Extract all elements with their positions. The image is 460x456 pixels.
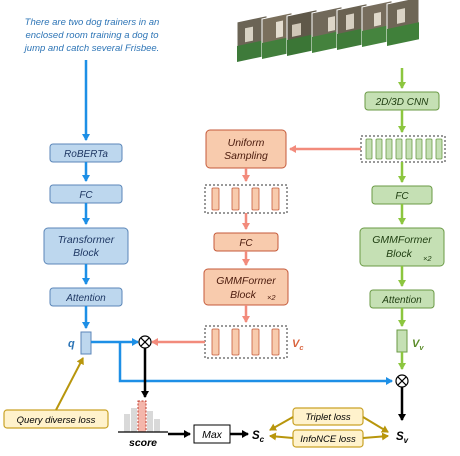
caption-line-3: jump and catch several Frisbee. bbox=[23, 43, 160, 54]
cnn-box: 2D/3D CNN bbox=[364, 91, 440, 111]
clip-fc-box: FC bbox=[213, 232, 279, 252]
cnn-label: 2D/3D CNN bbox=[375, 97, 430, 108]
video-attention-box: Attention bbox=[369, 289, 435, 309]
transformer-block-box: Transformer Block bbox=[43, 227, 129, 265]
q-label: q bbox=[68, 338, 75, 350]
frame-feature-4 bbox=[395, 138, 403, 160]
query-caption: There are two dog trainers in an enclose… bbox=[23, 17, 160, 54]
video-gmm-label-line1: GMMFormer bbox=[372, 234, 432, 246]
clip-feature-3 bbox=[251, 187, 260, 211]
infonce-loss-box: InfoNCE loss bbox=[292, 429, 364, 448]
vc-feature-2 bbox=[231, 328, 240, 356]
clip-gmm-multiplier: ×2 bbox=[267, 293, 276, 302]
vc-feature-4 bbox=[271, 328, 280, 356]
text-attention-label: Attention bbox=[65, 293, 106, 304]
clip-feature-1 bbox=[211, 187, 220, 211]
triplet-loss-box: Triplet loss bbox=[292, 407, 364, 426]
video-gmm-label-line2: Block bbox=[386, 248, 412, 260]
arrow-q-to-video-multiply bbox=[118, 342, 393, 385]
max-box: Max bbox=[193, 424, 231, 444]
arrow-triplet-to-sv bbox=[362, 416, 389, 433]
score-bar-4 bbox=[154, 419, 160, 432]
vc-feature-3 bbox=[251, 328, 260, 356]
text-attention-box: Attention bbox=[49, 287, 123, 307]
text-fc-label: FC bbox=[79, 190, 93, 201]
caption-line-1: There are two dog trainers in an bbox=[25, 17, 160, 28]
video-gmm-multiplier: ×2 bbox=[423, 254, 432, 263]
video-frames-image bbox=[236, 0, 420, 63]
query-diverse-loss-box: Query diverse loss bbox=[3, 409, 109, 429]
score-histogram bbox=[118, 400, 168, 433]
sampled-clips bbox=[204, 184, 288, 214]
roberta-box: RoBERTa bbox=[49, 143, 123, 163]
score-label: score bbox=[129, 437, 157, 449]
score-bar-3 bbox=[147, 411, 153, 432]
max-label: Max bbox=[202, 429, 223, 441]
frame-features bbox=[360, 135, 446, 163]
query-diverse-loss-label: Query diverse loss bbox=[17, 415, 96, 426]
frame-feature-3 bbox=[385, 138, 393, 160]
caption-line-2: enclosed room training a dog to bbox=[25, 30, 158, 41]
vc-label: Vc bbox=[292, 338, 304, 352]
clip-gmm-label-line2: Block bbox=[230, 289, 256, 301]
frame-feature-2 bbox=[375, 138, 383, 160]
uniform-label-line1: Uniform bbox=[228, 137, 265, 149]
vv-vector bbox=[396, 329, 408, 353]
video-fc-box: FC bbox=[371, 185, 433, 205]
video-attention-label: Attention bbox=[381, 295, 422, 306]
uniform-label-line2: Sampling bbox=[224, 150, 268, 162]
vc-feature-1 bbox=[211, 328, 220, 356]
clip-multiply-node bbox=[138, 335, 152, 349]
clip-gmm-label-line1: GMMFormer bbox=[216, 275, 276, 287]
score-bar-1 bbox=[124, 414, 130, 432]
frame-feature-6 bbox=[415, 138, 423, 160]
score-bar-2 bbox=[131, 408, 137, 432]
transformer-label-line1: Transformer bbox=[58, 234, 115, 246]
video-fc-label: FC bbox=[395, 191, 409, 202]
infonce-loss-label: InfoNCE loss bbox=[300, 434, 356, 445]
arrow-infonce-to-sc bbox=[269, 432, 294, 441]
video-gmmformer-box: GMMFormer Block ×2 bbox=[359, 227, 445, 267]
roberta-label: RoBERTa bbox=[64, 149, 108, 160]
frame-feature-5 bbox=[405, 138, 413, 160]
arrow-infonce-to-sv bbox=[362, 432, 389, 441]
frame-feature-1 bbox=[365, 138, 373, 160]
frame-feature-7 bbox=[425, 138, 433, 160]
vv-label: Vv bbox=[412, 338, 424, 352]
score-bar-max bbox=[137, 400, 147, 433]
clip-feature-2 bbox=[231, 187, 240, 211]
clip-fc-label: FC bbox=[239, 238, 253, 249]
q-vector bbox=[80, 331, 92, 355]
video-multiply-node bbox=[395, 374, 409, 388]
vc-clips bbox=[204, 325, 288, 359]
clip-feature-4 bbox=[271, 187, 280, 211]
frame-feature-8 bbox=[435, 138, 443, 160]
transformer-label-line2: Block bbox=[73, 247, 99, 259]
sc-label: Sc bbox=[252, 430, 265, 444]
triplet-loss-label: Triplet loss bbox=[305, 412, 350, 423]
text-fc-box: FC bbox=[49, 184, 123, 204]
sv-label: Sv bbox=[396, 431, 409, 445]
uniform-sampling-box: Uniform Sampling bbox=[205, 129, 287, 169]
arrow-triplet-to-sc bbox=[269, 416, 294, 431]
clip-gmmformer-box: GMMFormer Block ×2 bbox=[203, 268, 289, 306]
arrow-loss-to-q bbox=[55, 357, 84, 411]
